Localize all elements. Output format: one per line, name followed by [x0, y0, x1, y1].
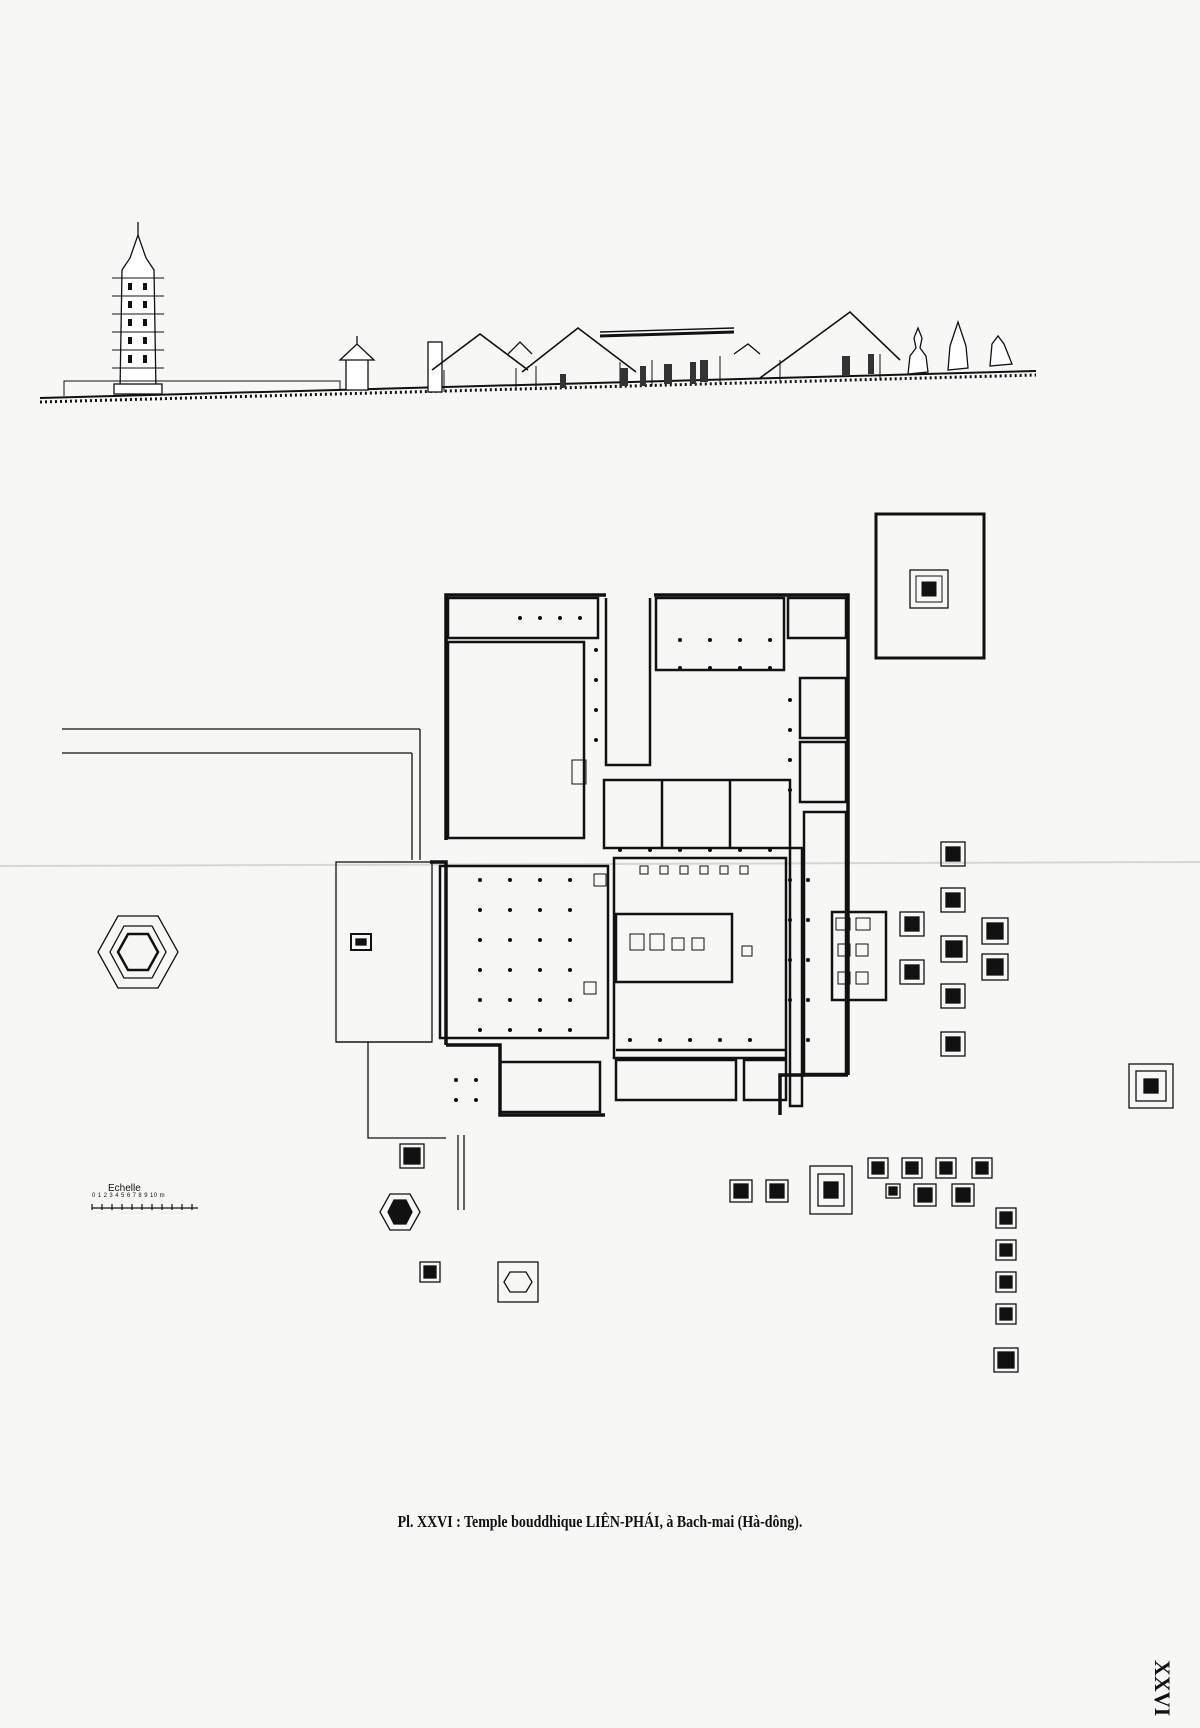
- column-grid: [454, 616, 810, 1102]
- plate-number: XXVI: [1150, 1660, 1175, 1717]
- approach-path: [62, 728, 421, 860]
- pagoda-tower: [112, 222, 164, 395]
- ground-hatching: [39, 373, 1037, 404]
- plate-caption: Pl. XXVI : Temple bouddhique LIÊN-PHÁI, …: [397, 1512, 803, 1531]
- stupa-enclosure-top-right: [874, 512, 986, 660]
- enclosure-wall: [63, 380, 341, 396]
- temple-halls-section: [427, 310, 901, 393]
- stupa-elevations: [907, 319, 1013, 375]
- elevation-section: [39, 222, 1037, 404]
- altar-blocks: [571, 759, 871, 995]
- front-terrace: [335, 861, 465, 1210]
- main-hall: [438, 856, 888, 1114]
- gate-pavilion: [338, 336, 376, 391]
- fold-line: [0, 861, 1200, 867]
- stupa-tombs: [379, 841, 1174, 1373]
- ground-line: [39, 370, 1037, 399]
- courtyard-walls: [446, 596, 848, 1108]
- scale-ticks: 0 1 2 3 4 5 6 7 8 9 10 m: [92, 1193, 165, 1199]
- scale-bar: [91, 1204, 198, 1210]
- scale-label: Echelle: [108, 1183, 141, 1194]
- hexagonal-stupa: [97, 915, 179, 989]
- site-plan: [62, 512, 1174, 1373]
